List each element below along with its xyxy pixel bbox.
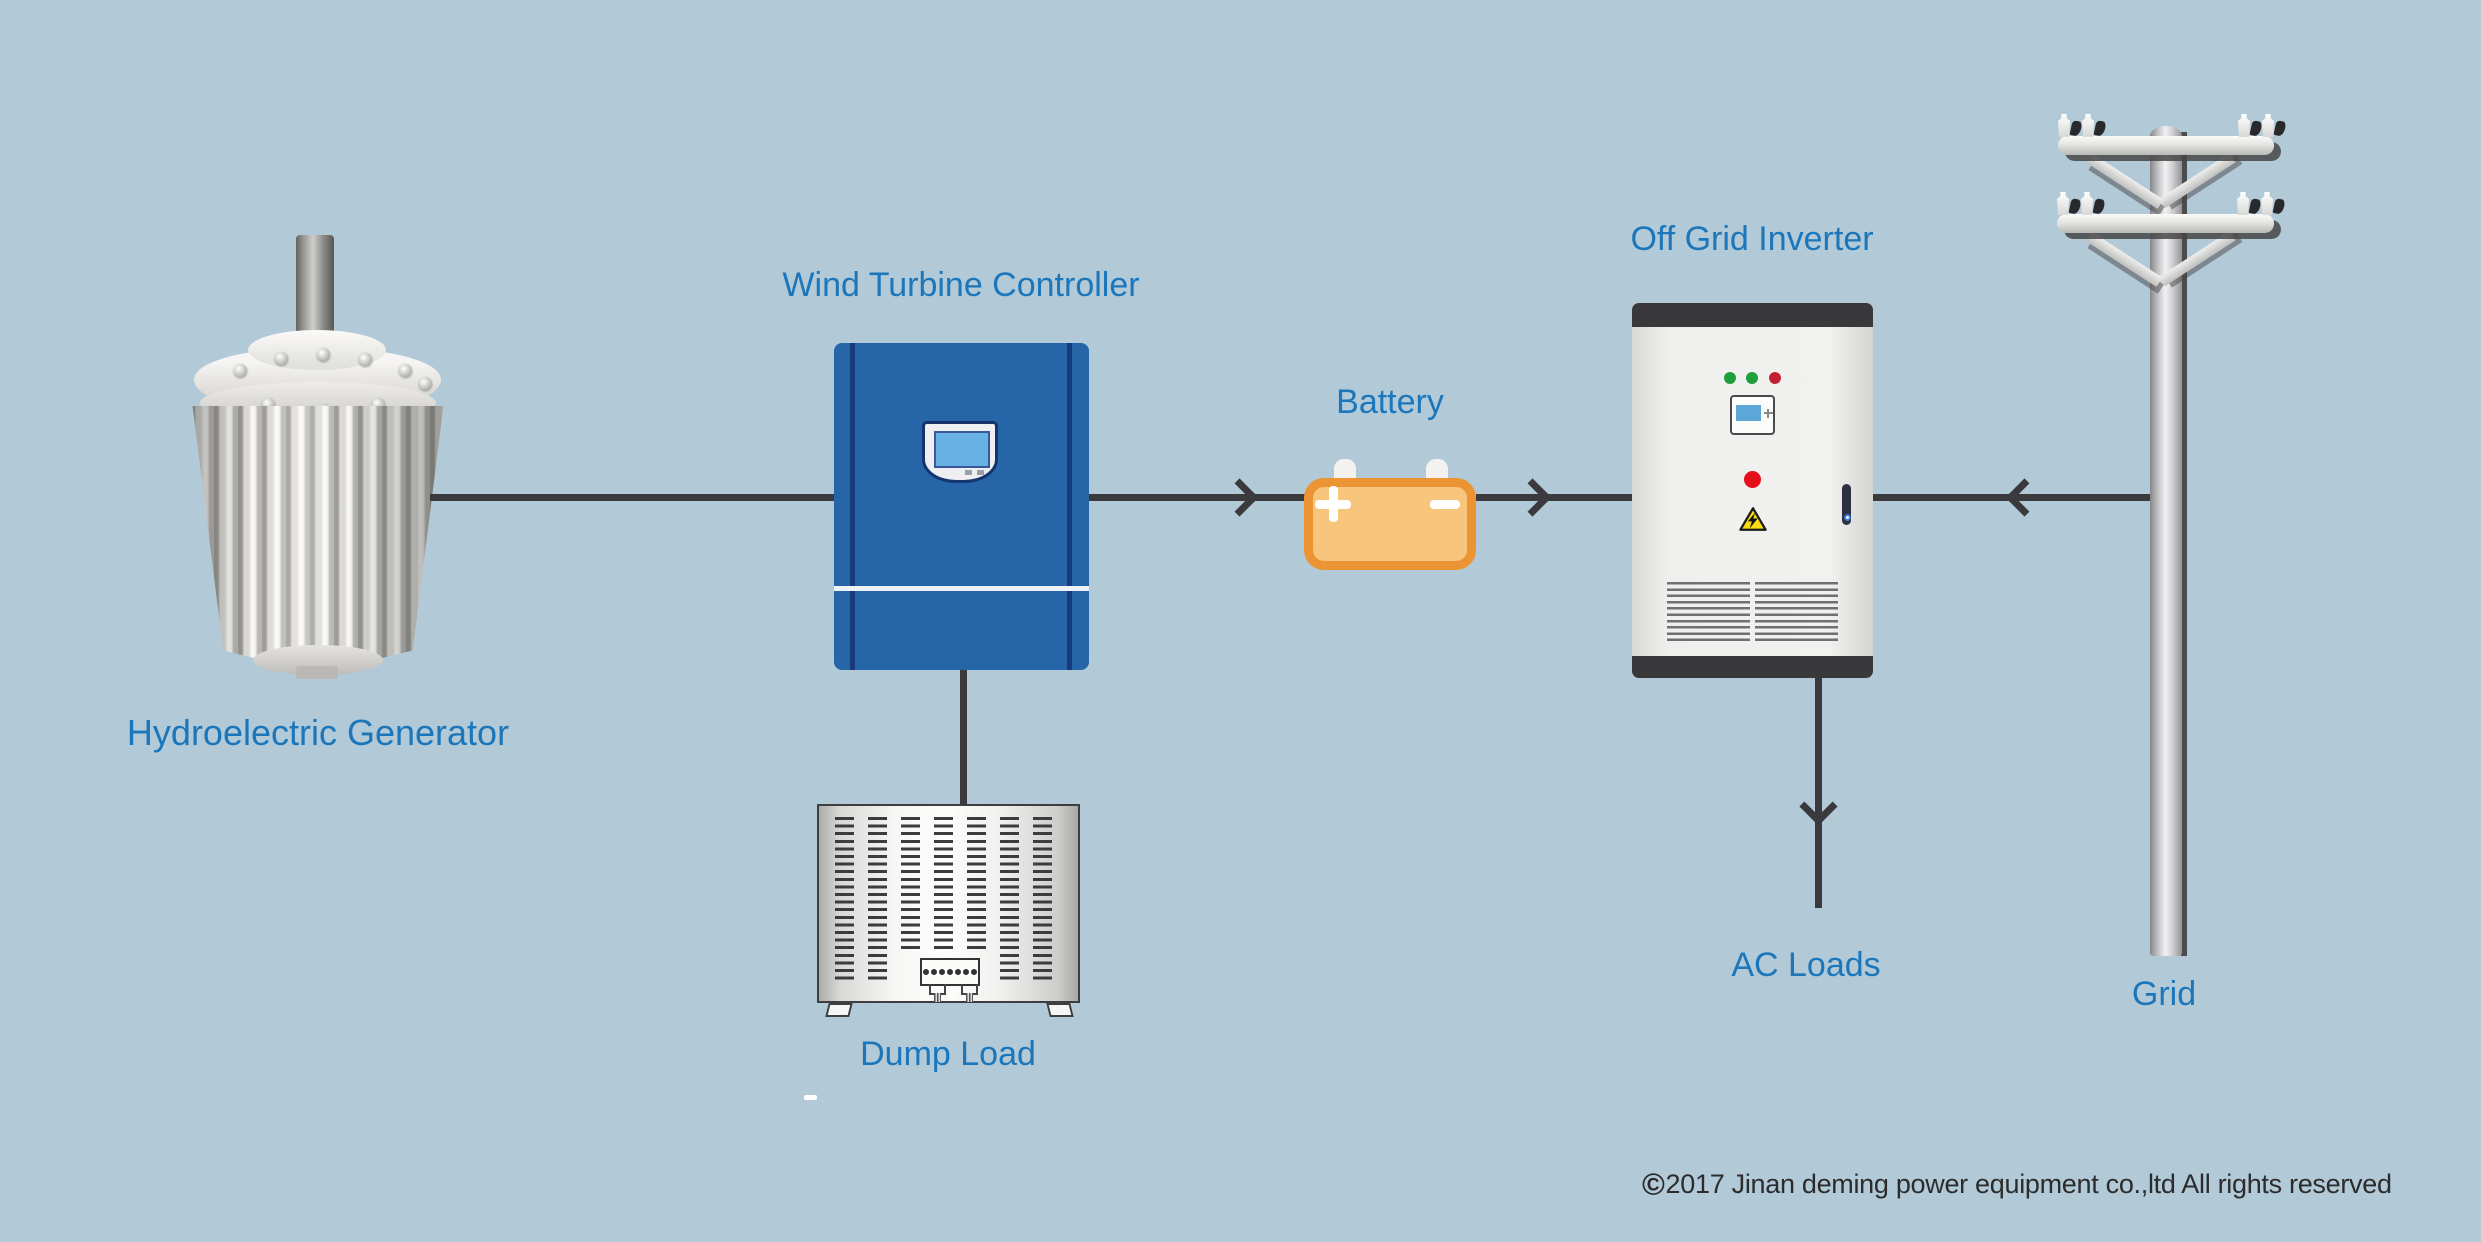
lower-crossarm <box>2057 214 2274 233</box>
line-inverter-to-ac-loads <box>1815 678 1822 908</box>
pole <box>2150 126 2182 956</box>
line-grid-to-inverter <box>1873 494 2153 501</box>
bolt <box>399 364 412 377</box>
vent-column <box>868 817 887 983</box>
arrowhead-toward-ac-loads <box>1799 787 1838 826</box>
inverter-bottom-strip <box>1632 656 1873 678</box>
terminal-dot <box>955 969 961 975</box>
inverter-led-green <box>1746 372 1758 384</box>
inverter-red-button <box>1744 471 1761 488</box>
arrowhead-into-inverter <box>1513 478 1552 517</box>
terminal-dot <box>947 969 953 975</box>
bolt <box>275 352 288 365</box>
dump-load-terminal-block <box>920 958 980 986</box>
controller-divider <box>834 586 1089 591</box>
copyright-body: 2017 Jinan deming power equipment co.,lt… <box>1665 1169 2392 1199</box>
battery-terminal <box>1426 459 1448 481</box>
inverter-screen <box>1736 405 1761 421</box>
pole-shadow <box>2181 132 2187 956</box>
controller-display-button <box>977 470 984 475</box>
vent-column <box>967 817 986 953</box>
dump-load-foot <box>1046 1003 1074 1017</box>
inverter-vent-grille <box>1667 582 1750 644</box>
insulator <box>2057 192 2081 215</box>
inverter-top-strip <box>1632 303 1873 327</box>
vent-column <box>901 817 920 953</box>
controller-screen <box>934 431 990 468</box>
inverter-led-green <box>1724 372 1736 384</box>
arrowhead-into-battery <box>1220 478 1259 517</box>
arrowhead-toward-inverter <box>2005 478 2044 517</box>
vent-column <box>934 817 953 953</box>
generator-foot <box>296 666 338 679</box>
insulator <box>2082 114 2106 137</box>
line-battery-to-inverter <box>1476 494 1633 501</box>
inverter-label: Off Grid Inverter <box>1630 220 1874 258</box>
bolt <box>317 348 330 361</box>
bolt <box>419 377 432 390</box>
copyright-symbol: © <box>1642 1167 1665 1202</box>
vent-column <box>835 817 854 983</box>
controller-display <box>922 421 998 483</box>
terminal-dot <box>923 969 929 975</box>
battery-plus-sign <box>1315 486 1351 522</box>
insulator <box>2081 192 2105 215</box>
battery-terminal <box>1334 459 1356 481</box>
insulator <box>2058 114 2082 137</box>
copyright-text: ©2017 Jinan deming power equipment co.,l… <box>1642 1167 2392 1203</box>
grid-label: Grid <box>2131 975 2197 1013</box>
terminal-dot <box>939 969 945 975</box>
battery-label: Battery <box>1336 383 1444 421</box>
insulator <box>2238 114 2262 137</box>
inverter-display <box>1730 395 1775 435</box>
controller-stripe <box>1067 343 1072 670</box>
controller-stripe <box>850 343 855 670</box>
vent-column <box>1000 817 1019 983</box>
inverter-display-plus-icon <box>1764 409 1773 418</box>
controller-label: Wind Turbine Controller <box>782 266 1140 304</box>
generator-label: Hydroelectric Generator <box>126 712 510 753</box>
inverter-vent-grille <box>1755 582 1838 644</box>
small-dash <box>804 1095 817 1100</box>
inverter-led-red <box>1769 372 1781 384</box>
terminal-dot <box>931 969 937 975</box>
insulator <box>2262 114 2286 137</box>
line-controller-to-battery <box>1089 494 1305 501</box>
dump-load-foot <box>825 1003 853 1017</box>
terminal-dot <box>963 969 969 975</box>
terminal-dot <box>971 969 977 975</box>
dump-load-label: Dump Load <box>860 1035 1036 1073</box>
dump-load-connector <box>961 984 978 1002</box>
battery-minus-sign <box>1430 500 1460 509</box>
controller-display-button <box>965 470 972 475</box>
upper-crossarm <box>2058 136 2274 155</box>
bolt <box>359 353 372 366</box>
insulator <box>2237 192 2261 215</box>
insulator <box>2261 192 2285 215</box>
wind-turbine-controller-illustration <box>834 343 1089 670</box>
vent-column <box>1033 817 1052 983</box>
high-voltage-warning-icon <box>1739 507 1767 531</box>
dump-load-connector <box>929 984 946 1002</box>
generator-finned-body <box>192 406 444 658</box>
bolt <box>234 364 247 377</box>
ac-loads-label: AC Loads <box>1731 946 1881 984</box>
battery-illustration <box>1304 478 1476 570</box>
generator-body-shading <box>192 406 444 658</box>
inverter-door-handle <box>1842 484 1851 525</box>
line-generator-to-controller <box>430 494 835 501</box>
dump-load-illustration <box>817 804 1080 1017</box>
line-controller-to-dump-load <box>960 670 967 805</box>
